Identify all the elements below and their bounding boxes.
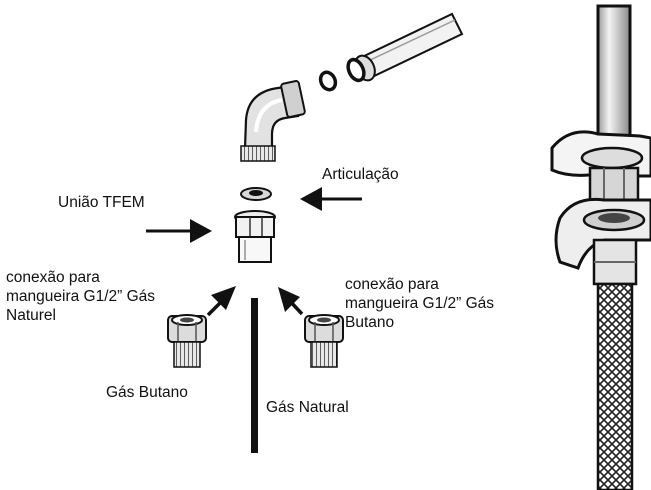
butano-hose-connector (167, 314, 207, 368)
label-conexao-gas-butano: conexão para mangueira G1/2” Gás Butano (345, 275, 555, 332)
arrow-conexao-right (278, 287, 304, 316)
label-conexao-right-line3: Butano (345, 314, 395, 331)
label-conexao-right-line1: conexão para (345, 276, 439, 293)
label-conexao-gas-naturel: conexão para mangueira G1/2” Gás Naturel (6, 268, 206, 325)
arrow-conexao-left (206, 286, 236, 317)
label-conexao-right-line2: mangueira G1/2” Gás (345, 295, 495, 312)
label-gas-butano: Gás Butano (106, 384, 188, 401)
arrow-articulacao (300, 187, 362, 211)
articulation-washer (240, 187, 272, 201)
divider-line (251, 298, 258, 453)
elbow-fitting (240, 80, 306, 162)
tfem-union (234, 210, 276, 263)
natural-hose-connector (304, 314, 344, 368)
label-gas-natural: Gás Natural (266, 399, 349, 416)
seal-ring-top (318, 70, 338, 92)
label-conexao-left-line1: conexão para (6, 269, 100, 286)
supply-pipe (346, 12, 464, 83)
arrow-uniao-tfem (146, 219, 212, 243)
label-conexao-left-line3: Naturel (6, 307, 56, 324)
label-uniao-tfem: União TFEM (58, 194, 145, 211)
label-articulacao: Articulação (322, 166, 399, 183)
wrench-installation (550, 4, 651, 490)
label-conexao-left-line2: mangueira G1/2” Gás (6, 288, 156, 305)
